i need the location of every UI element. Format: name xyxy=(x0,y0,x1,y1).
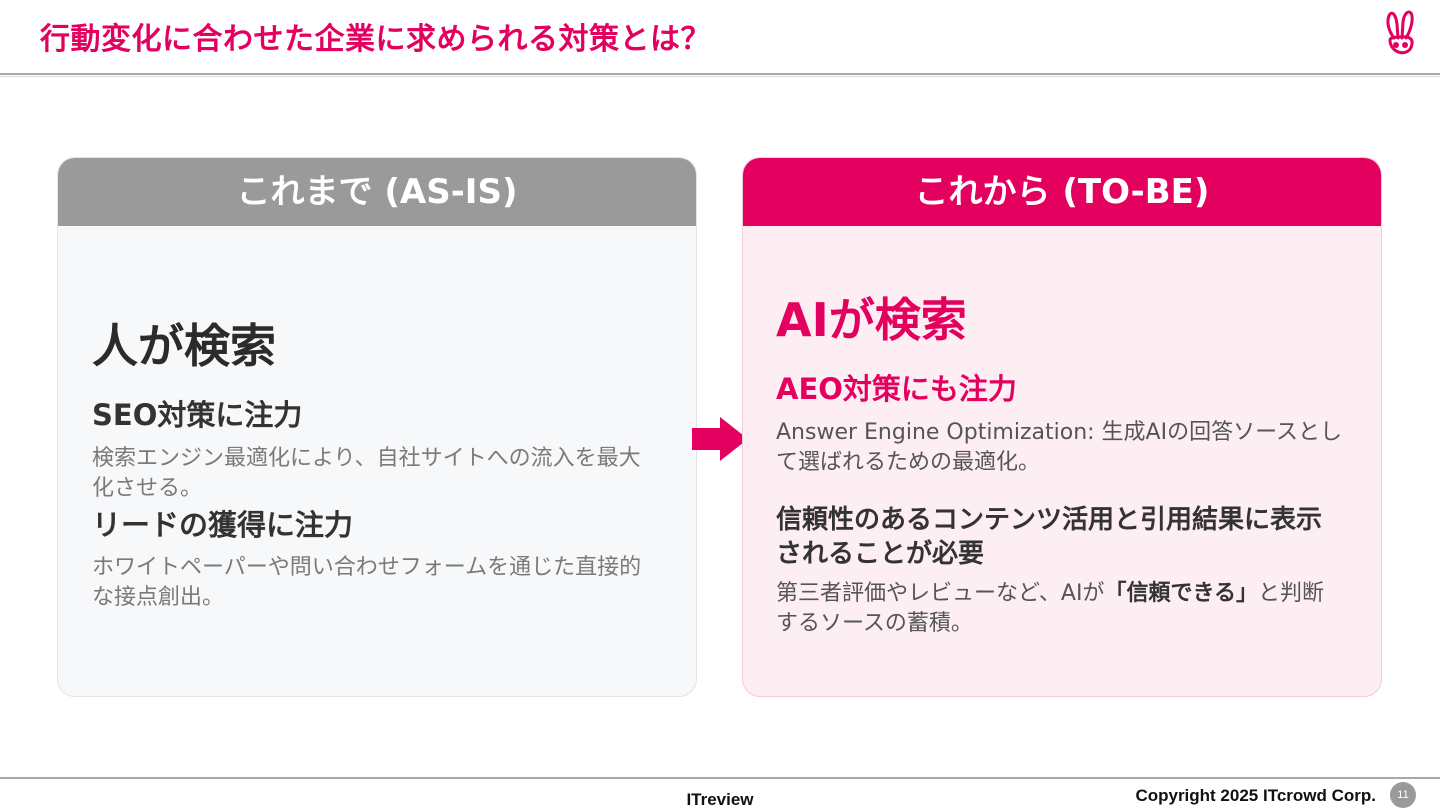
slide-title: 行動変化に合わせた企業に求められる対策とは？ xyxy=(40,22,711,57)
asis-card: これまで (AS-IS) 人が検索 SEO対策に注力 検索エンジン最適化により、… xyxy=(57,157,697,697)
tobe-point-2-emphasis: 「信頼できる」 xyxy=(1104,581,1259,606)
tobe-point-2-text-pre: 第三者評価やレビューなど、AIが xyxy=(776,581,1105,606)
arrow-right-icon xyxy=(692,417,748,461)
asis-point-1-text: 検索エンジン最適化により、自社サイトへの流入を最大化させる。 xyxy=(92,446,641,501)
tobe-point-2-title: 信頼性のあるコンテンツ活用と引用結果に表示されることが必要 xyxy=(776,505,1323,569)
tobe-point-2-text: 第三者評価やレビューなど、AIが「信頼できる」と判断するソースの蓄積。 xyxy=(776,579,1346,639)
tobe-card: これから (TO-BE) AIが検索 AEO対策にも注力 Answer Engi… xyxy=(742,157,1382,697)
tobe-point-2-text-post: と判断するソースの蓄積。 xyxy=(776,581,1325,636)
header-divider xyxy=(0,73,1440,75)
footer-divider xyxy=(0,777,1440,779)
rabbit-icon xyxy=(1386,10,1414,55)
asis-point-2-text: ホワイトペーパーや問い合わせフォームを通じた直接的な接点創出。 xyxy=(92,555,642,610)
tobe-main-statement: AIが検索 xyxy=(776,293,967,347)
footer-copyright: Copyright 2025 ITcrowd Corp. xyxy=(1135,786,1376,805)
header-divider-shadow xyxy=(0,76,1440,77)
asis-point-1-title: SEO対策に注力 xyxy=(92,398,303,432)
asis-point-2-title: リードの獲得に注力 xyxy=(92,508,354,542)
tobe-card-heading: これから (TO-BE) xyxy=(743,158,1381,226)
footer-brand: ITreview xyxy=(686,790,754,809)
asis-card-heading: これまで (AS-IS) xyxy=(58,158,696,226)
asis-main-statement: 人が検索 xyxy=(92,319,276,373)
page-number-badge: 11 xyxy=(1390,782,1416,808)
tobe-point-1-title: AEO対策にも注力 xyxy=(776,372,1017,406)
tobe-point-1-text: Answer Engine Optimization: 生成AIの回答ソースとし… xyxy=(776,420,1342,475)
